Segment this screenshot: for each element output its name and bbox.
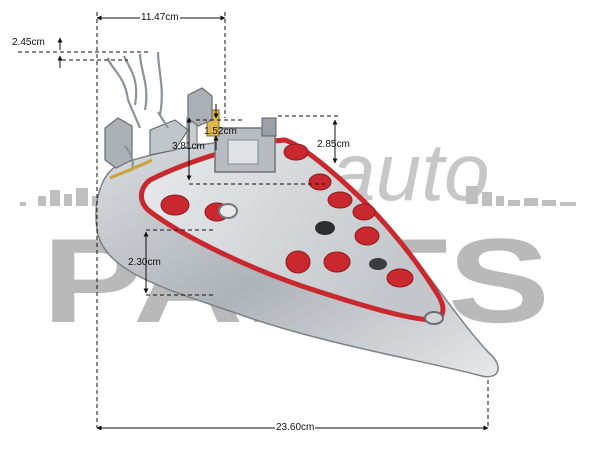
dim-cap-height: 2.85cm [317, 139, 350, 150]
heating-plate [139, 137, 446, 323]
dim-tube-height: 2.30cm [128, 257, 161, 268]
dim-thermostat-height: 1.52cm [204, 126, 237, 137]
soleplate-rivets [160, 143, 414, 288]
iron-soleplate [95, 51, 499, 378]
thermostat [186, 109, 277, 173]
tip-stud [424, 311, 444, 325]
terminal-wires [106, 51, 169, 171]
dim-overall-length: 23.60cm [275, 422, 316, 434]
dim-wire-offset: 2.45cm [11, 37, 46, 49]
dim-top-width: 11.47cm [140, 12, 180, 24]
mount-stud [218, 203, 238, 219]
terminal-posts [104, 87, 213, 169]
heating-tube [109, 158, 153, 180]
dim-element-height: 3.81cm [172, 141, 205, 152]
steam-hole-b [369, 258, 387, 270]
steam-hole-a [315, 221, 335, 235]
dimension-lines [18, 12, 489, 431]
appliance-icons-right [466, 186, 576, 206]
